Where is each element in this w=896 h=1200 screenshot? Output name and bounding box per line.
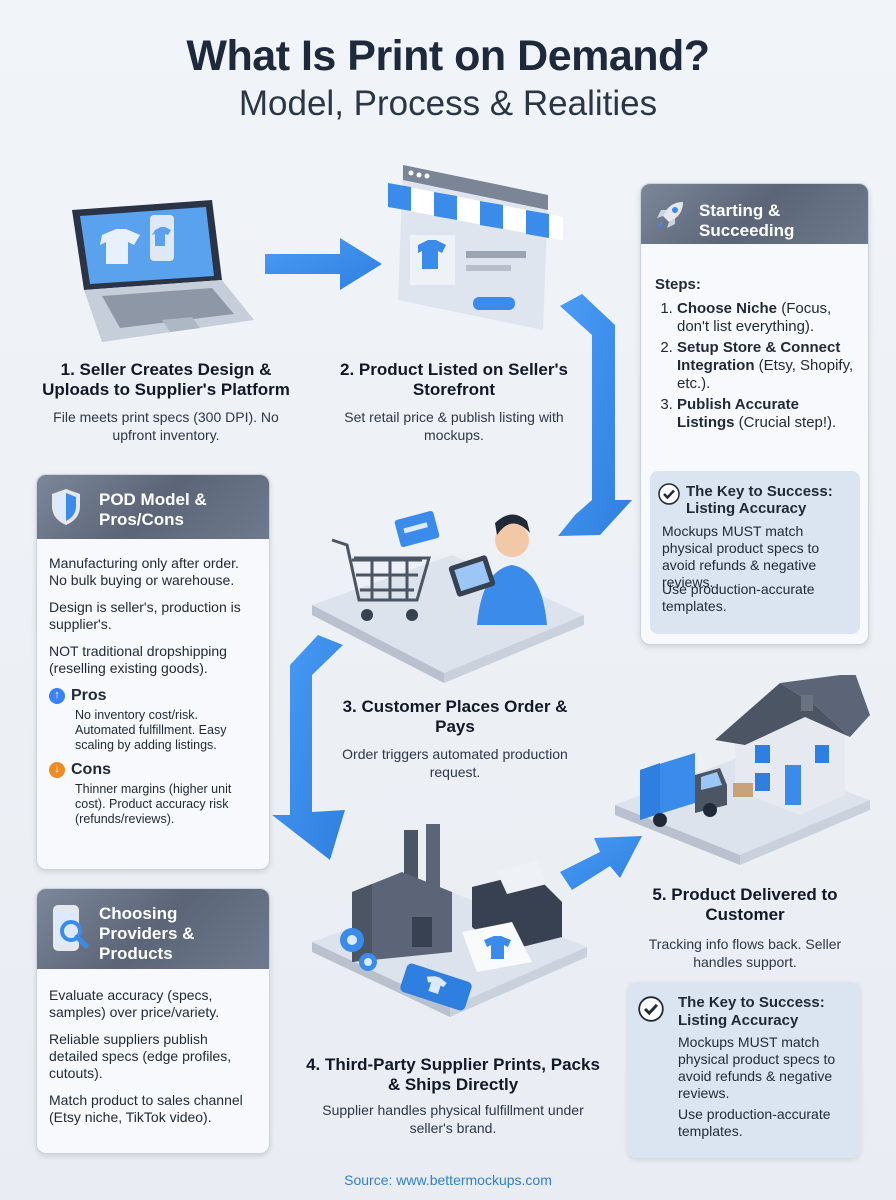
step-1-title: 1. Seller Creates Design & Uploads to Su… (42, 360, 290, 399)
key-text: Mockups MUST match physical product spec… (662, 523, 820, 590)
shield-icon (52, 489, 80, 525)
pros-text: No inventory cost/risk. Automated fulfil… (75, 708, 227, 752)
step-3-title: 3. Customer Places Order & Pays (342, 697, 568, 736)
arrow-1-to-2 (265, 238, 382, 290)
list-item: Setup Store & Connect Integration (Etsy,… (677, 339, 856, 393)
starting-panel-title: Starting & Succeeding (699, 201, 795, 240)
factory-icon (312, 824, 587, 1017)
check-icon (658, 483, 680, 505)
step-4-title: 4. Third-Party Supplier Prints, Packs & … (306, 1055, 600, 1094)
key-to-success-box: The Key to Success: Listing Accuracy Moc… (650, 471, 860, 634)
pros-label: Pros (71, 687, 107, 704)
arrow-4-to-5 (560, 836, 642, 890)
source-link[interactable]: Source: www.bettermockups.com (344, 1172, 552, 1188)
arrow-3-to-4 (272, 635, 345, 860)
rocket-icon (656, 202, 683, 229)
list-item: Choose Niche (Focus, don't list everythi… (677, 300, 856, 336)
step-4-desc: Supplier handles physical fulfillment un… (322, 1102, 584, 1136)
providers-paragraph: Evaluate accuracy (specs, samples) over … (49, 987, 220, 1020)
pod-paragraph: Design is seller's, production is suppli… (49, 599, 241, 632)
pod-panel-title: POD Model & Pros/Cons (99, 490, 207, 529)
providers-panel-title: Choosing Providers & Products (99, 904, 195, 963)
steps-label: Steps: (655, 276, 701, 293)
providers-paragraph: Reliable suppliers publish detailed spec… (49, 1031, 232, 1081)
providers-paragraph: Match product to sales channel (Etsy nic… (49, 1092, 243, 1125)
step-3-desc: Order triggers automated production requ… (342, 746, 568, 780)
key-title: The Key to Success: Listing Accuracy (686, 483, 833, 517)
step-2-title: 2. Product Listed on Seller's Storefront (340, 360, 568, 399)
starting-steps-list: Choose Niche (Focus, don't list everythi… (655, 300, 856, 432)
check-icon (638, 996, 664, 1022)
page-subtitle: Model, Process & Realities (238, 84, 658, 123)
arrow-up-icon: ↑ (49, 687, 65, 704)
providers-panel: Choosing Providers & Products Evaluate a… (36, 888, 270, 1154)
arrow-down-icon: ↓ (49, 761, 65, 778)
shopping-cart-icon (312, 510, 584, 683)
pod-paragraph: NOT traditional dropshipping (reselling … (49, 643, 227, 676)
step-2-desc: Set retail price & publish listing with … (344, 409, 564, 443)
cons-label: Cons (71, 761, 111, 778)
key-text-2: Use production-accurate templates. (662, 581, 815, 614)
pod-model-panel: POD Model & Pros/Cons Manufacturing only… (36, 474, 270, 870)
page-title: What Is Print on Demand? (186, 32, 710, 80)
laptop-icon (72, 200, 254, 342)
pod-paragraph: Manufacturing only after order. No bulk … (49, 555, 239, 588)
delivery-truck-icon (640, 753, 727, 827)
storefront-icon (388, 165, 563, 330)
key-bottom-text: Mockups MUST match physical product spec… (678, 1034, 836, 1101)
house-icon (615, 675, 870, 865)
step-1-desc: File meets print specs (300 DPI). No upf… (53, 409, 279, 443)
step-5-title: 5. Product Delivered to Customer (652, 885, 838, 924)
starting-panel: Starting & Succeeding Steps: Choose Nich… (640, 183, 869, 645)
step-5-desc: Tracking info flows back. Seller handles… (648, 936, 842, 970)
list-item: Publish Accurate Listings (Crucial step!… (677, 396, 856, 432)
cons-text: Thinner margins (higher unit cost). Prod… (75, 782, 232, 826)
arrow-2-to-3 (558, 294, 632, 536)
key-to-success-box-bottom: The Key to Success: Listing Accuracy Moc… (628, 982, 860, 1158)
key-bottom-text-2: Use production-accurate templates. (678, 1106, 831, 1139)
phone-search-icon (53, 905, 89, 951)
key-bottom-title: The Key to Success: Listing Accuracy (678, 994, 825, 1029)
